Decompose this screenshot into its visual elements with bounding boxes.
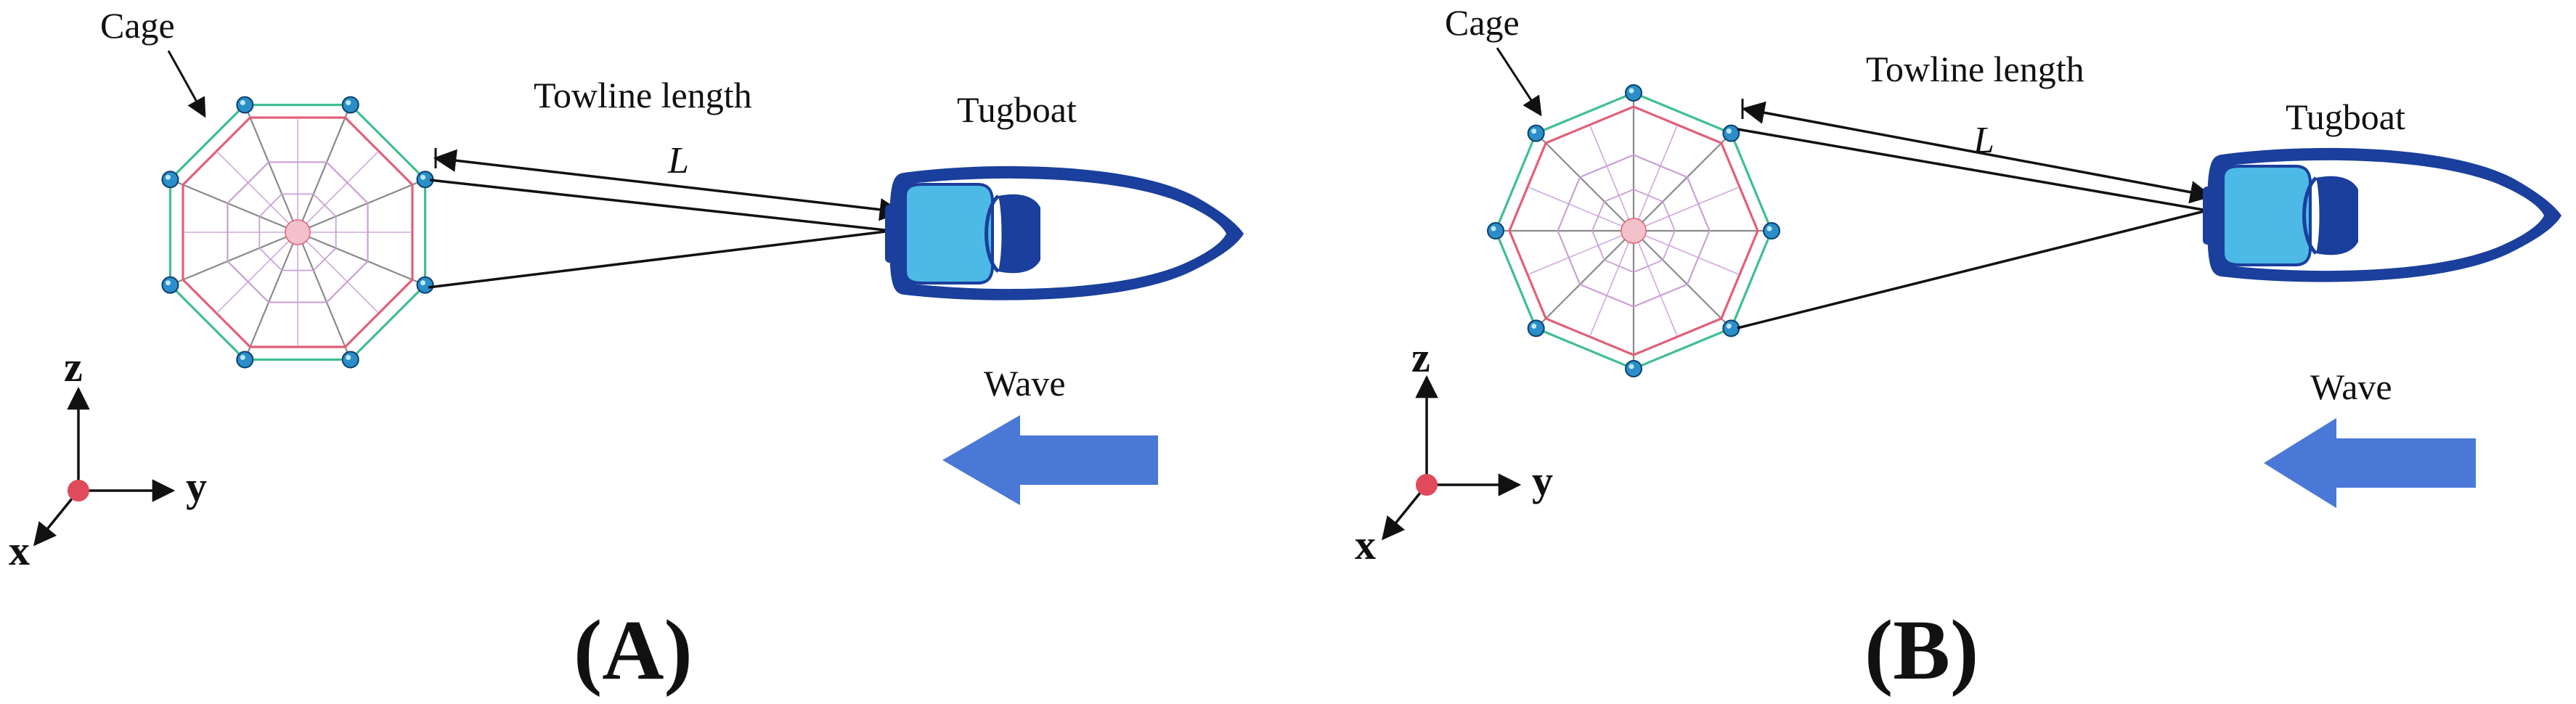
cage-spoke: [244, 232, 299, 360]
axis-z-label: z: [64, 343, 83, 390]
towline-dimension-arrow: [1741, 101, 2214, 204]
cage-spoke: [1633, 132, 1732, 232]
cage-node: [1625, 360, 1642, 377]
cage-spoke: [296, 232, 351, 360]
wave-arrow-icon: [942, 415, 1158, 505]
cage-spoke: [1633, 230, 1732, 330]
axis-triad-icon: [33, 386, 176, 547]
towline-upper: [429, 179, 892, 232]
towline-length-label: Towline length: [534, 75, 752, 115]
towline-length-label: Towline length: [1866, 49, 2084, 89]
cage-spoke: [170, 231, 298, 286]
wave-label: Wave: [984, 363, 1066, 404]
cage-node: [1625, 84, 1642, 102]
cage-spoke: [244, 105, 299, 233]
cage-node: [236, 96, 254, 114]
tugboat-cabin: [2222, 165, 2312, 266]
tugboat-icon: [885, 165, 1244, 300]
panel-label-a: (A): [574, 602, 693, 697]
axis-x-label: x: [1355, 521, 1376, 568]
cage-node: [1722, 124, 1740, 142]
cage-spoke: [297, 179, 425, 234]
towline-lower: [1737, 209, 2208, 330]
panel-label-b: (B): [1864, 602, 1978, 697]
cage-spoke: [296, 105, 351, 233]
wave-label: Wave: [2310, 367, 2392, 407]
panel-a: Cage Towline length L Tugboat Wave z y x: [9, 5, 1244, 697]
cage-spoke: [1535, 132, 1634, 232]
cage-node: [1487, 222, 1504, 240]
cage-pointer-arrow: [167, 50, 206, 118]
tugboat-icon: [2203, 147, 2561, 282]
cage-center: [1621, 218, 1647, 244]
tugboat-label: Tugboat: [2286, 97, 2405, 137]
cage-label: Cage: [100, 5, 175, 46]
cage-node: [416, 276, 434, 294]
cage-node: [1527, 124, 1545, 142]
cage-pointer-arrow: [1496, 47, 1542, 117]
cage-label: Cage: [1445, 2, 1520, 43]
axis-z-label: z: [1411, 334, 1430, 381]
cage-node: [341, 351, 359, 369]
cage-mid-ring: [182, 116, 414, 348]
axis-x-label: x: [9, 527, 30, 574]
towline-lower: [428, 229, 892, 289]
cage-octagon-icon: [1487, 84, 1780, 377]
panel-b: Cage Towline length L Tugboat Wave z y x…: [1355, 2, 2561, 697]
towline-dimension-arrow: [433, 149, 903, 221]
tugboat-label: Tugboat: [957, 89, 1077, 130]
cage-node: [236, 351, 254, 369]
cage-node: [161, 171, 179, 189]
cage-spoke: [1535, 230, 1634, 330]
axis-triad-icon: [1382, 374, 1522, 541]
cage-node: [1722, 319, 1740, 337]
cage-octagon-icon: [161, 96, 434, 369]
towline-upper: [1737, 128, 2208, 212]
length-symbol-l: L: [667, 140, 689, 181]
cage-node: [1527, 319, 1545, 337]
cage-spoke: [297, 231, 425, 286]
cage-node: [341, 96, 359, 114]
axis-y-label: y: [186, 463, 207, 510]
cage-node: [1763, 222, 1780, 240]
axis-y-label: y: [1532, 457, 1553, 504]
cage-inner-ring: [1557, 154, 1711, 308]
cage-inner-ring: [227, 161, 369, 303]
cage-mid-ring: [1508, 105, 1759, 356]
cage-node: [161, 276, 179, 294]
cage-center: [285, 219, 311, 245]
wave-arrow-icon: [2264, 418, 2476, 508]
tugboat-cabin: [904, 183, 994, 285]
cage-spoke: [170, 179, 298, 234]
